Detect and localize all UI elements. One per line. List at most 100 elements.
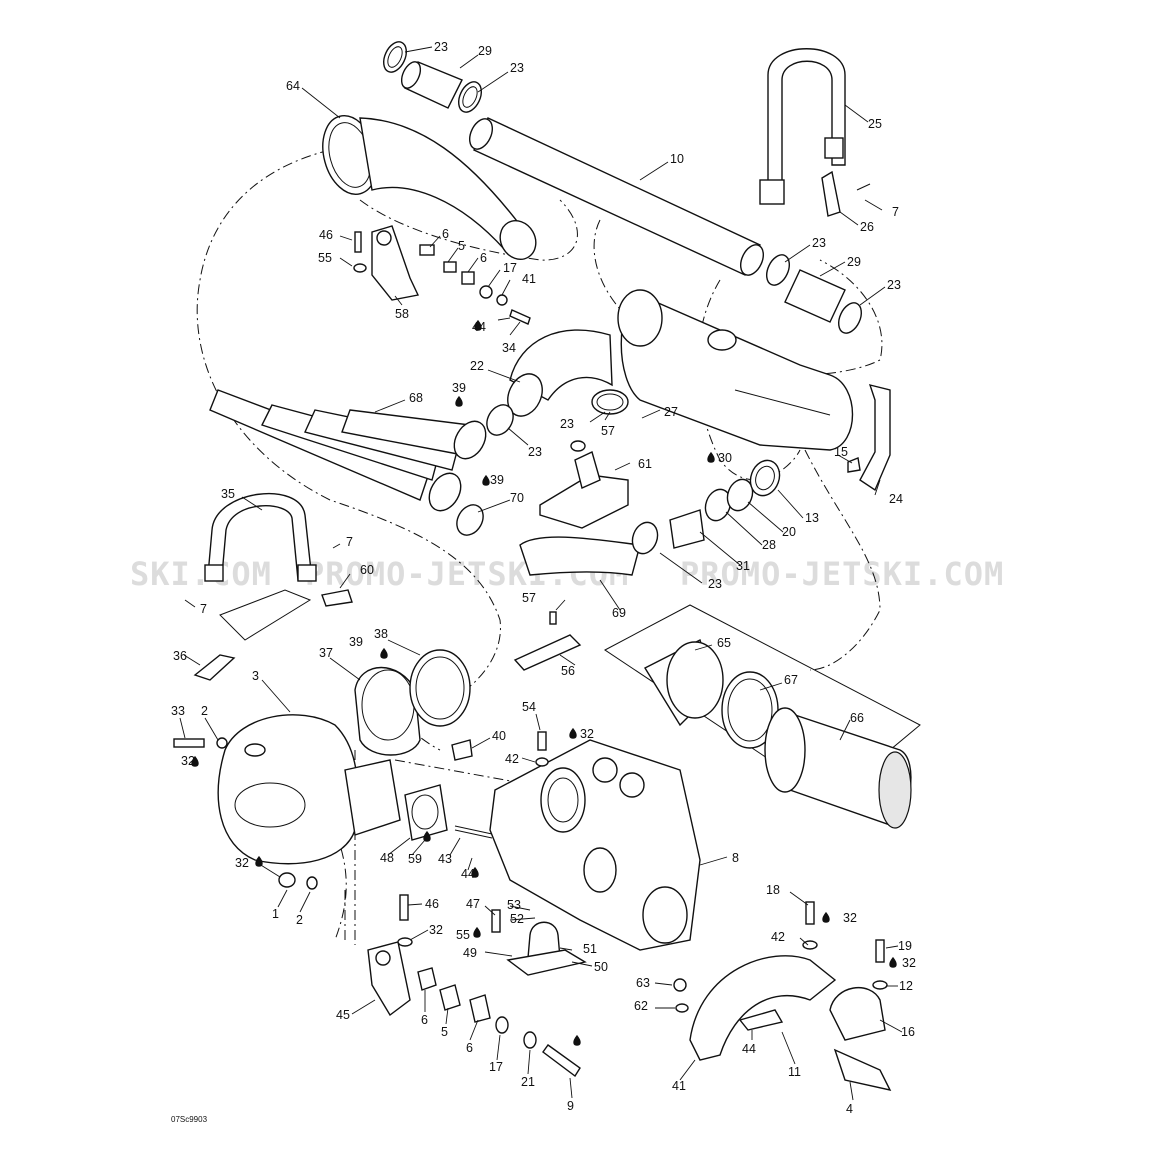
part-label: 59 xyxy=(408,852,422,866)
part-label: 57 xyxy=(601,424,615,438)
part-label: 3 xyxy=(252,669,259,683)
muffler-body-66 xyxy=(764,707,912,829)
part-label: 45 xyxy=(336,1008,350,1022)
part-label: 12 xyxy=(899,979,913,993)
part-label: 70 xyxy=(510,491,524,505)
part-label: 51 xyxy=(583,942,597,956)
part-label: 11 xyxy=(788,1065,801,1079)
part-label: 6 xyxy=(480,251,487,265)
part-label: 23 xyxy=(510,61,524,75)
part-label: 34 xyxy=(502,341,516,355)
strap-25 xyxy=(759,48,846,205)
bracket-60 xyxy=(321,589,353,607)
part-label: 25 xyxy=(868,117,882,131)
part-label: 39 xyxy=(452,381,466,395)
watermark-left: SKI.COM xyxy=(130,555,272,593)
engine-8 xyxy=(489,739,701,951)
gasket-38 xyxy=(409,649,471,727)
drop-icon xyxy=(423,830,431,842)
clamp-23-pipe xyxy=(456,404,514,536)
drop-icon xyxy=(707,451,715,463)
part-label: 69 xyxy=(612,606,626,620)
part-label: 41 xyxy=(522,272,536,286)
screws-left xyxy=(173,731,549,947)
part-label: 56 xyxy=(561,664,575,678)
part-label: 10 xyxy=(670,152,684,166)
spacer-stack-top xyxy=(419,244,531,325)
assembly-outlines xyxy=(196,149,921,945)
bracket-58 xyxy=(353,225,420,301)
stud-43 xyxy=(454,825,493,839)
drop-icon xyxy=(455,395,463,407)
plate-56 xyxy=(513,611,582,671)
drop-icons xyxy=(191,319,897,1046)
flange-adapter xyxy=(344,759,401,836)
part-label: 9 xyxy=(567,1099,574,1113)
drop-icon xyxy=(573,1034,581,1046)
part-label: 52 xyxy=(510,912,524,926)
part-label: 23 xyxy=(887,278,901,292)
part-label: 60 xyxy=(360,563,374,577)
drop-icon xyxy=(191,755,199,767)
spacer-40 xyxy=(451,739,473,761)
clip-26 xyxy=(821,170,871,217)
clamp-23-top xyxy=(382,41,483,113)
part-label: 47 xyxy=(466,897,480,911)
part-label: 32 xyxy=(902,956,916,970)
spacer-stack-bottom xyxy=(417,967,581,1078)
part-label: 35 xyxy=(221,487,235,501)
part-label: 6 xyxy=(466,1041,473,1055)
part-label: 32 xyxy=(235,856,249,870)
part-label: 7 xyxy=(892,205,899,219)
part-label: 57 xyxy=(522,591,536,605)
part-label: 20 xyxy=(782,525,796,539)
part-label: 4 xyxy=(846,1102,853,1116)
part-label: 32 xyxy=(843,911,857,925)
part-label: 65 xyxy=(717,636,731,650)
bracket-36 xyxy=(193,589,312,681)
part-label: 29 xyxy=(478,44,492,58)
drop-icon xyxy=(471,866,479,878)
fasteners-62-63 xyxy=(673,978,689,1013)
muffler-body-65 xyxy=(644,638,724,727)
part-label: 23 xyxy=(708,577,722,591)
part-label: 42 xyxy=(771,930,785,944)
part-labels: 23 29 23 64 25 10 7 26 46 6 5 6 55 17 41… xyxy=(171,40,916,1116)
drop-icon xyxy=(474,319,482,331)
exhaust-housing-3 xyxy=(217,714,359,865)
part-label: 18 xyxy=(766,883,780,897)
part-label: 8 xyxy=(732,851,739,865)
cover-9 xyxy=(689,955,837,1061)
hose-29-rear xyxy=(765,254,863,334)
part-label: 66 xyxy=(850,711,864,725)
part-label: 58 xyxy=(395,307,409,321)
part-label: 24 xyxy=(889,492,903,506)
part-label: 68 xyxy=(409,391,423,405)
part-label: 39 xyxy=(349,635,363,649)
part-label: 54 xyxy=(522,700,536,714)
part-label: 31 xyxy=(736,559,750,573)
part-label: 23 xyxy=(560,417,574,431)
part-label: 61 xyxy=(638,457,652,471)
part-label: 44 xyxy=(742,1042,756,1056)
tuned-pipe-68 xyxy=(209,389,487,512)
part-label: 33 xyxy=(171,704,185,718)
exhaust-pipe-10 xyxy=(468,117,765,276)
strap-35 xyxy=(204,493,317,582)
part-label: 17 xyxy=(489,1060,503,1074)
leader-lines xyxy=(179,46,903,1101)
clamp-23-mid xyxy=(591,389,629,415)
part-label: 27 xyxy=(664,405,678,419)
muffler-27 xyxy=(617,289,854,451)
part-label: 44 xyxy=(461,867,475,881)
part-label: 36 xyxy=(173,649,187,663)
part-label: 16 xyxy=(901,1025,915,1039)
part-label: 7 xyxy=(200,602,207,616)
part-label: 50 xyxy=(594,960,608,974)
engine-mount-51 xyxy=(506,921,587,976)
screws-right xyxy=(802,901,888,990)
part-label: 6 xyxy=(421,1013,428,1027)
part-label: 30 xyxy=(718,451,732,465)
elbow-22 xyxy=(507,329,613,417)
